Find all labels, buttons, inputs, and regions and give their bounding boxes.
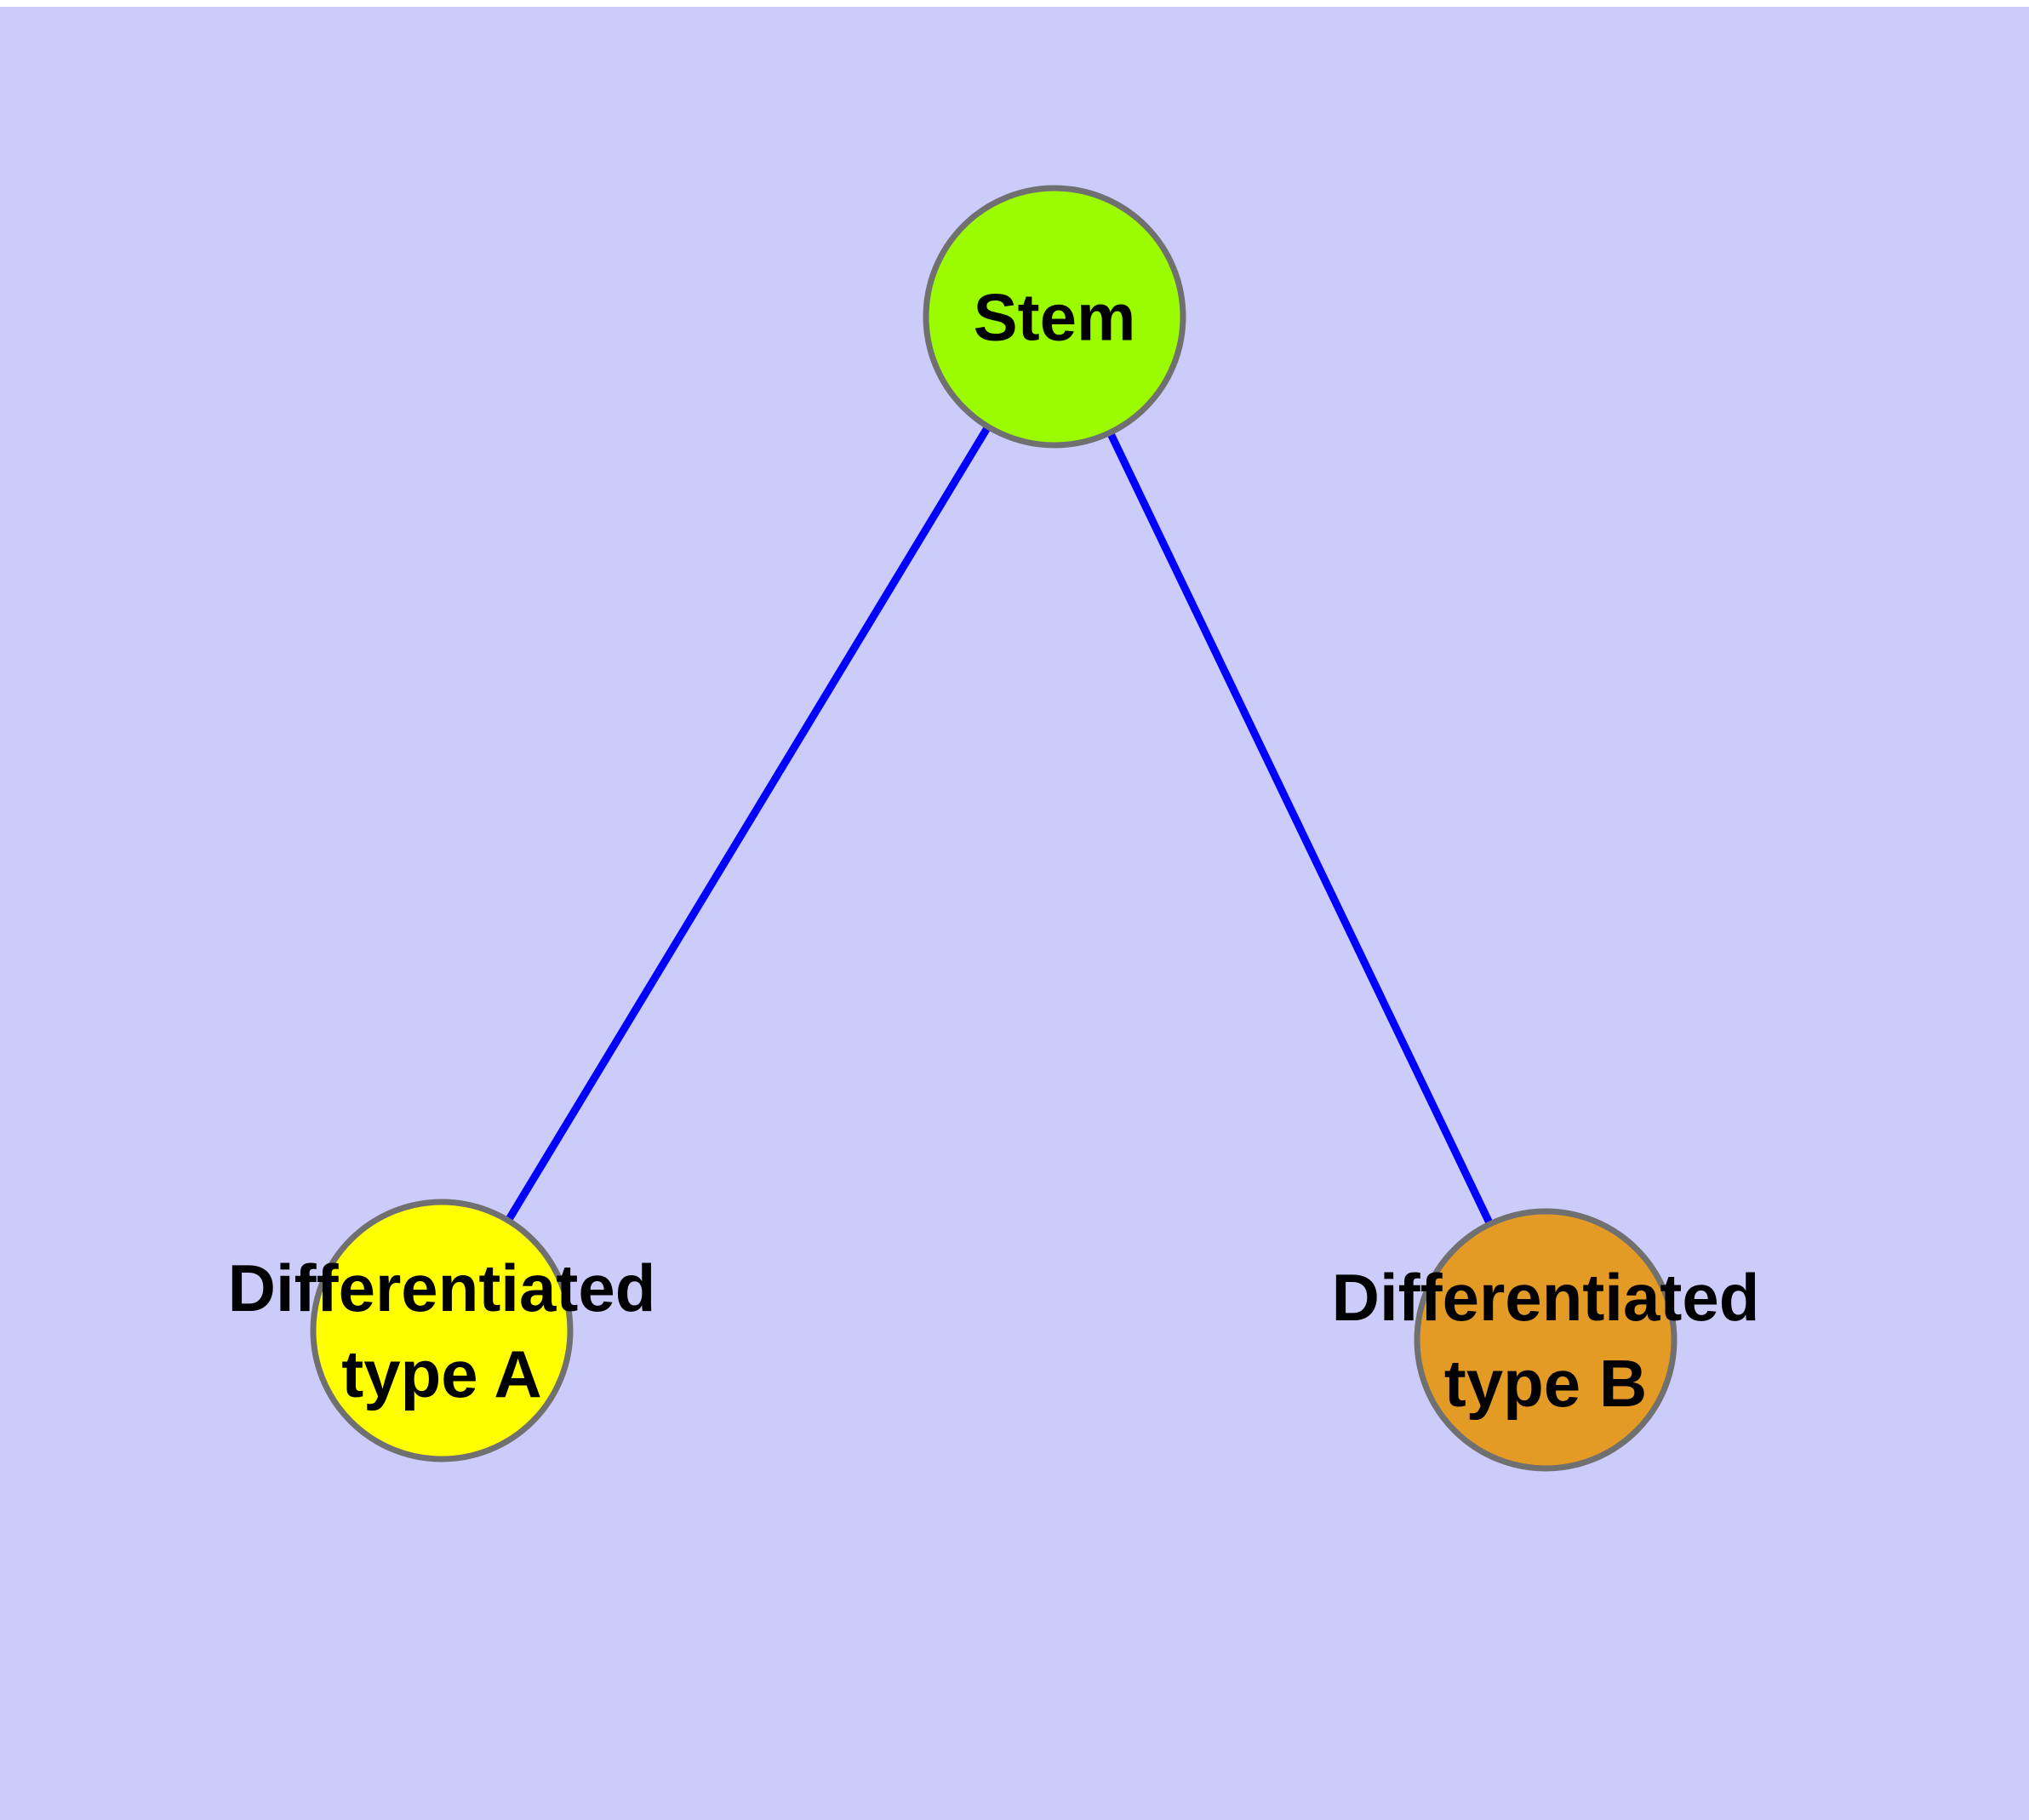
node-label-line: Differentiated (1332, 1260, 1760, 1335)
node-label-diff-a: Differentiated type A (228, 1251, 656, 1411)
node-diff-a[interactable] (310, 1199, 574, 1462)
node-label-line: type B (1444, 1346, 1647, 1421)
node-label-stem: Stem (974, 279, 1136, 354)
node-label-line: Differentiated (228, 1251, 656, 1325)
nodes-layer (310, 185, 1677, 1472)
node-label-line: type A (341, 1336, 542, 1411)
node-label-line: Stem (974, 279, 1136, 354)
edges-layer (505, 424, 1494, 1226)
node-diff-b[interactable] (1414, 1208, 1677, 1472)
edge-stem-to-diff-b[interactable] (1106, 431, 1494, 1226)
node-label-diff-b: Differentiated type B (1332, 1260, 1760, 1421)
edge-stem-to-diff-a[interactable] (505, 424, 992, 1223)
node-stem[interactable] (923, 185, 1186, 449)
